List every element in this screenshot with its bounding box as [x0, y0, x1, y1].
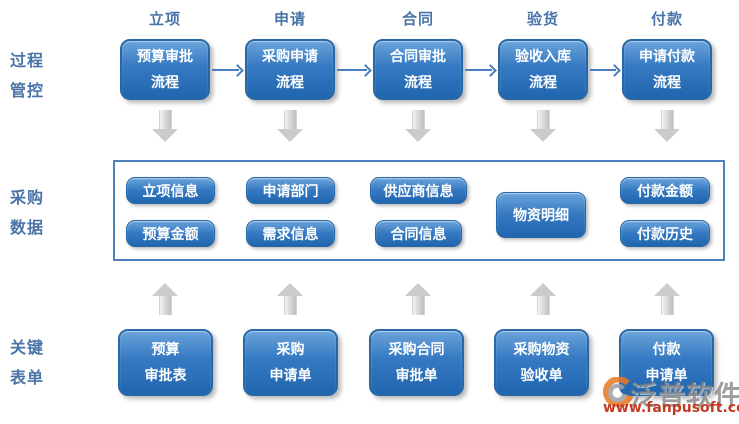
data-pill-payment-history: 付款历史 [620, 220, 710, 247]
data-pill-supplier-info: 供应商信息 [370, 177, 467, 204]
process-box-budget-approval: 预算审批 流程 [120, 39, 210, 100]
data-pill-contract-info: 合同信息 [375, 220, 462, 247]
form-box-payment-request-form: 付款 申请单 [619, 329, 714, 396]
arrow-up-icon [654, 283, 680, 315]
form-box-material-acceptance-form: 采购物资 验收单 [494, 329, 589, 396]
arrow-down-icon [405, 110, 431, 142]
arrow-right-icon [337, 64, 372, 77]
stage-header-lixiang: 立项 [148, 10, 181, 28]
arrow-up-icon [530, 283, 556, 315]
process-box-purchase-request: 采购申请 流程 [245, 39, 335, 100]
data-pill-payment-amount: 付款金额 [620, 177, 710, 204]
row-label-procurement-data: 采购 数据 [10, 188, 45, 237]
arrow-up-icon [277, 283, 303, 315]
arrow-down-icon [152, 110, 178, 142]
row-label-process-control: 过程 管控 [10, 51, 45, 100]
fanpu-logo-icon [603, 377, 633, 408]
arrow-down-icon [277, 110, 303, 142]
process-box-contract-approval: 合同审批 流程 [373, 39, 463, 100]
data-pill-material-detail: 物资明细 [496, 192, 586, 238]
data-pill-request-department: 申请部门 [246, 177, 335, 204]
data-pill-budget-amount: 预算金额 [126, 220, 215, 247]
arrow-right-icon [465, 64, 497, 77]
stage-header-fukuan: 付款 [650, 10, 683, 28]
arrow-down-icon [654, 110, 680, 142]
stage-header-shenqing: 申请 [273, 10, 306, 28]
stage-header-hetong: 合同 [401, 10, 434, 28]
arrow-down-icon [530, 110, 556, 142]
form-box-purchase-request-form: 采购 申请单 [243, 329, 338, 396]
data-pill-project-info: 立项信息 [126, 177, 215, 204]
process-box-payment-request: 申请付款 流程 [622, 39, 712, 100]
stage-header-yanhuo: 验货 [526, 10, 559, 28]
watermark-brand-text: 泛普软件 [630, 381, 739, 412]
process-box-receiving-warehousing: 验收入库 流程 [498, 39, 588, 100]
form-box-contract-approval-form: 采购合同 审批单 [369, 329, 464, 396]
procurement-data-frame [113, 160, 725, 261]
arrow-right-icon [590, 64, 621, 77]
row-label-key-forms: 关键 表单 [10, 338, 45, 387]
watermark-url-text: www.fanpusoft.com [603, 400, 739, 416]
arrow-right-icon [212, 64, 244, 77]
data-pill-demand-info: 需求信息 [246, 220, 335, 247]
arrow-up-icon [405, 283, 431, 315]
form-box-budget-approval-form: 预算 审批表 [118, 329, 213, 396]
arrow-up-icon [152, 283, 178, 315]
